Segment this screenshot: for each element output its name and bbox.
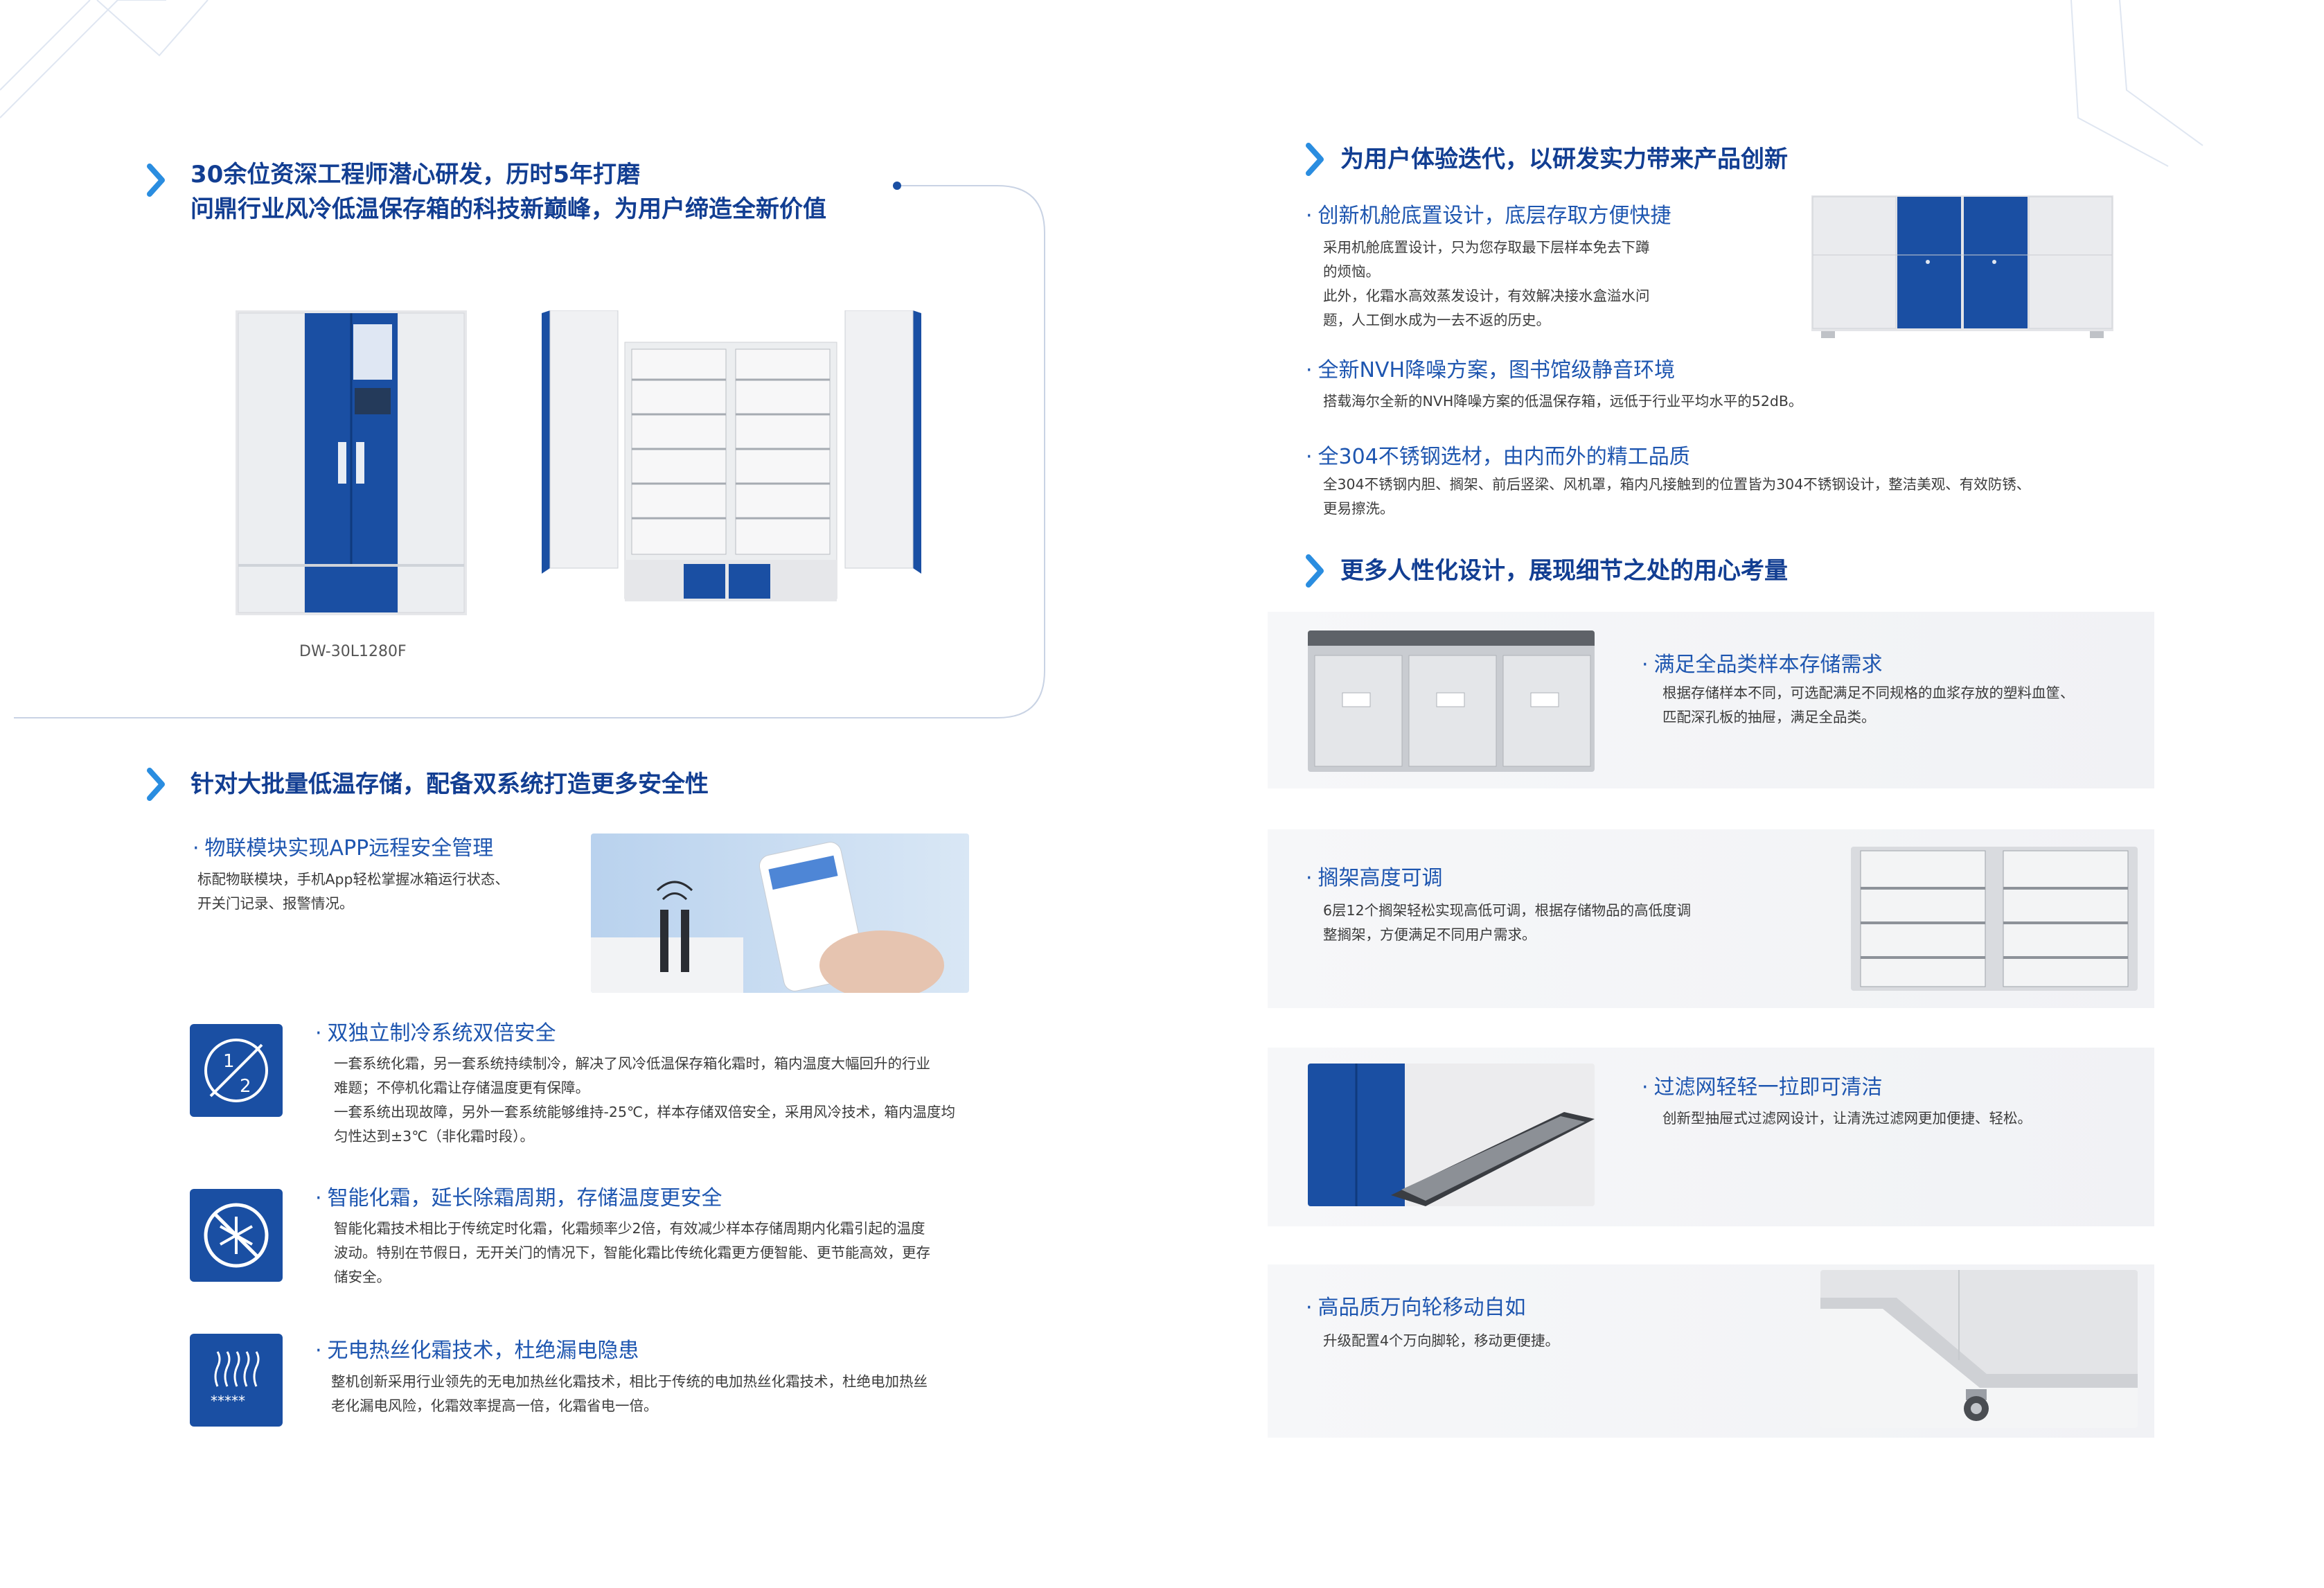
defrost-icon: *****	[190, 1334, 283, 1427]
detail-2-title: ·搁架高度可调	[1306, 866, 1443, 890]
innovation-1-text: 采用机舱底置设计，只为您存取最下层样本免去下蹲 的烦恼。 此外，化霜水高效蒸发设…	[1323, 239, 1650, 328]
iot-title: ·物联模块实现APP远程安全管理	[193, 836, 494, 861]
feature-2-title: ·智能化霜，延长除霜周期，存储温度更安全	[315, 1186, 722, 1210]
freezer-closed-image	[236, 310, 467, 615]
chevron-right-icon	[1306, 143, 1324, 176]
chevron-right-icon	[147, 768, 165, 801]
chevron-right-icon	[147, 164, 165, 197]
app-phone-image	[591, 833, 969, 993]
feature-2-text: 智能化霜技术相比于传统定时化霜，化霜频率少2倍，有效减少样本存储周期内化霜引起的…	[334, 1220, 930, 1285]
detail-2-text: 6层12个搁架轻松实现高低可调，根据存储物品的高低度调 整搁架，方便满足不同用户…	[1323, 902, 1692, 943]
baskets-image	[1308, 630, 1595, 772]
detail-1-text: 根据存储样本不同，可选配满足不同规格的血浆存放的塑料血筐、 匹配深孔板的抽屉，满…	[1662, 685, 2075, 725]
innovation-1-title: ·创新机舱底置设计，底层存取方便快捷	[1306, 204, 1671, 228]
detail-3-title: ·过滤网轻轻一拉即可清洁	[1642, 1075, 1883, 1100]
svg-text:1: 1	[223, 1051, 235, 1072]
detail-1-title: ·满足全品类样本存储需求	[1642, 653, 1883, 677]
feature-1-text: 一套系统化霜，另一套系统持续制冷，解决了风冷低温保存箱化霜时，箱内温度大幅回升的…	[334, 1055, 956, 1145]
model-label: DW-30L1280F	[299, 643, 407, 660]
innovation-3-text: 全304不锈钢内胆、搁架、前后竖梁、风机罩，箱内凡接触到的位置皆为304不锈钢设…	[1323, 476, 2031, 517]
svg-text:*****: *****	[211, 1393, 245, 1409]
bottom-cabinet-image	[1811, 195, 2113, 338]
svg-text:2: 2	[240, 1076, 251, 1097]
freezer-open-image	[542, 310, 921, 601]
right-section1-title: 为用户体验迭代，以研发实力带来产品创新	[1340, 145, 1788, 173]
innovation-3-title: ·全304不锈钢选材，由内而外的精工品质	[1306, 445, 1690, 469]
detail-4-text: 升级配置4个万向脚轮，移动更便捷。	[1323, 1332, 1560, 1349]
main-title-line1: 30余位资深工程师潜心研发，历时5年打磨	[190, 161, 640, 188]
iot-text: 标配物联模块，手机App轻松掌握冰箱运行状态、 开关门记录、报警情况。	[197, 871, 510, 912]
dual-system-icon: 1 2	[190, 1024, 283, 1117]
feature-1-title: ·双独立制冷系统双倍安全	[315, 1021, 556, 1046]
filter-drawer-image	[1308, 1064, 1595, 1206]
main-title-line2: 问鼎行业风冷低温保存箱的科技新巅峰，为用户缔造全新价值	[190, 195, 826, 223]
chevron-right-icon	[1306, 554, 1324, 588]
no-frost-icon	[190, 1189, 283, 1282]
innovation-2-title: ·全新NVH降噪方案，图书馆级静音环境	[1306, 358, 1676, 382]
feature-3-text: 整机创新采用行业领先的无电加热丝化霜技术，相比于传统的电加热丝化霜技术，杜绝电加…	[331, 1373, 928, 1414]
shelves-image	[1851, 847, 2138, 991]
caster-wheel-image	[1820, 1270, 2138, 1428]
section2-title: 针对大批量低温存储，配备双系统打造更多安全性	[190, 770, 709, 798]
innovation-2-text: 搭载海尔全新的NVH降噪方案的低温保存箱，远低于行业平均水平的52dB。	[1323, 393, 1803, 409]
right-section2-title: 更多人性化设计，展现细节之处的用心考量	[1340, 557, 1788, 585]
detail-3-text: 创新型抽屉式过滤网设计，让清洗过滤网更加便捷、轻松。	[1662, 1110, 2032, 1127]
feature-3-title: ·无电热丝化霜技术，杜绝漏电隐患	[315, 1339, 639, 1363]
detail-4-title: ·高品质万向轮移动自如	[1306, 1296, 1526, 1320]
